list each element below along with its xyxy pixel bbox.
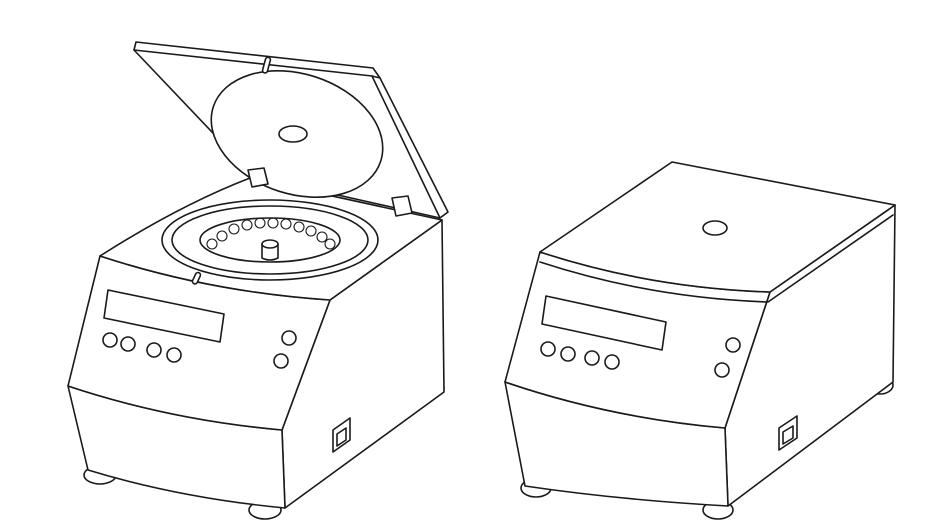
- button[interactable]: [102, 332, 118, 348]
- tube-slots: [206, 217, 336, 250]
- hinge: [391, 195, 413, 217]
- spindle-top: [261, 239, 279, 249]
- lid-catch: [191, 271, 202, 285]
- hinge: [247, 167, 269, 188]
- lid-center-hole: [278, 125, 308, 143]
- button[interactable]: [540, 341, 556, 357]
- chamber-rim: [171, 205, 369, 275]
- side-button[interactable]: [273, 353, 289, 369]
- button[interactable]: [560, 346, 576, 362]
- button[interactable]: [166, 347, 182, 363]
- button[interactable]: [120, 336, 136, 352]
- side-button[interactable]: [714, 362, 730, 378]
- lid-edge: [371, 75, 441, 219]
- lid-center-hole: [702, 220, 728, 236]
- power-switch-rocker: [782, 425, 794, 445]
- centrifuge-closed: [504, 161, 896, 520]
- button[interactable]: [584, 350, 600, 366]
- lid-seam: [539, 214, 894, 303]
- button[interactable]: [146, 342, 162, 358]
- display: [541, 295, 667, 351]
- lid-latch: [261, 56, 272, 74]
- side-button[interactable]: [725, 337, 741, 353]
- power-switch-rocker: [336, 427, 347, 447]
- side-button[interactable]: [281, 330, 297, 346]
- button[interactable]: [604, 354, 620, 370]
- centrifuge-open: [67, 41, 449, 520]
- display: [103, 289, 225, 343]
